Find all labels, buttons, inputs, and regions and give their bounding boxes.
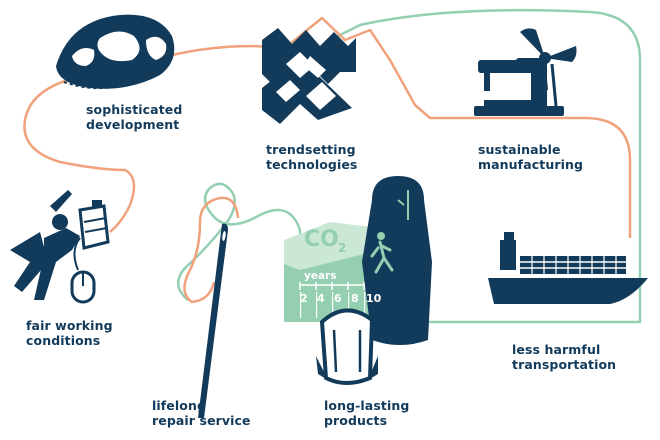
label-line: fair working	[26, 318, 113, 333]
label-line: sophisticated	[86, 102, 183, 117]
cargo-ship-icon	[488, 232, 648, 304]
label-line: transportation	[512, 357, 617, 372]
co2-label: CO	[304, 227, 339, 252]
sole-icon	[56, 14, 175, 89]
fabric-pattern-icon	[262, 28, 356, 124]
orange-flow-line	[23, 16, 632, 304]
label-line: long-lasting	[324, 398, 410, 413]
year-tick-label: 6	[334, 292, 342, 305]
label-line: lifelong	[152, 398, 207, 413]
label-manufacturing: sustainable manufacturing	[478, 142, 583, 172]
years-label: years	[304, 270, 336, 282]
label-line: repair service	[152, 413, 251, 428]
needle-icon	[198, 223, 228, 418]
label-repair: lifelong repair service	[152, 398, 251, 428]
stuff-sack-icon	[316, 308, 378, 385]
label-line: products	[324, 413, 388, 428]
label-line: trendsetting	[266, 142, 356, 157]
label-line: technologies	[266, 157, 358, 172]
green-flow-line	[177, 8, 642, 324]
label-technologies: trendsetting technologies	[266, 142, 357, 172]
year-tick-label: 8	[351, 292, 359, 305]
label-working: fair working conditions	[26, 318, 113, 348]
sleeping-bag-icon	[362, 176, 432, 345]
year-tick-label: 4	[317, 292, 325, 305]
label-line: development	[86, 117, 180, 132]
co2-subscript: 2	[338, 241, 346, 255]
label-line: sustainable	[478, 142, 561, 157]
label-line: conditions	[26, 333, 101, 348]
label-products: long-lasting products	[324, 398, 409, 428]
label-development: sophisticated development	[86, 102, 182, 132]
worker-icon	[10, 190, 110, 304]
year-tick-label: 2	[300, 292, 308, 305]
label-line: manufacturing	[478, 157, 584, 172]
sewing-machine-icon	[474, 28, 577, 116]
label-transport: less harmful transportation	[512, 342, 616, 372]
label-line: less harmful	[512, 342, 601, 357]
year-tick-label: 10	[366, 292, 382, 305]
